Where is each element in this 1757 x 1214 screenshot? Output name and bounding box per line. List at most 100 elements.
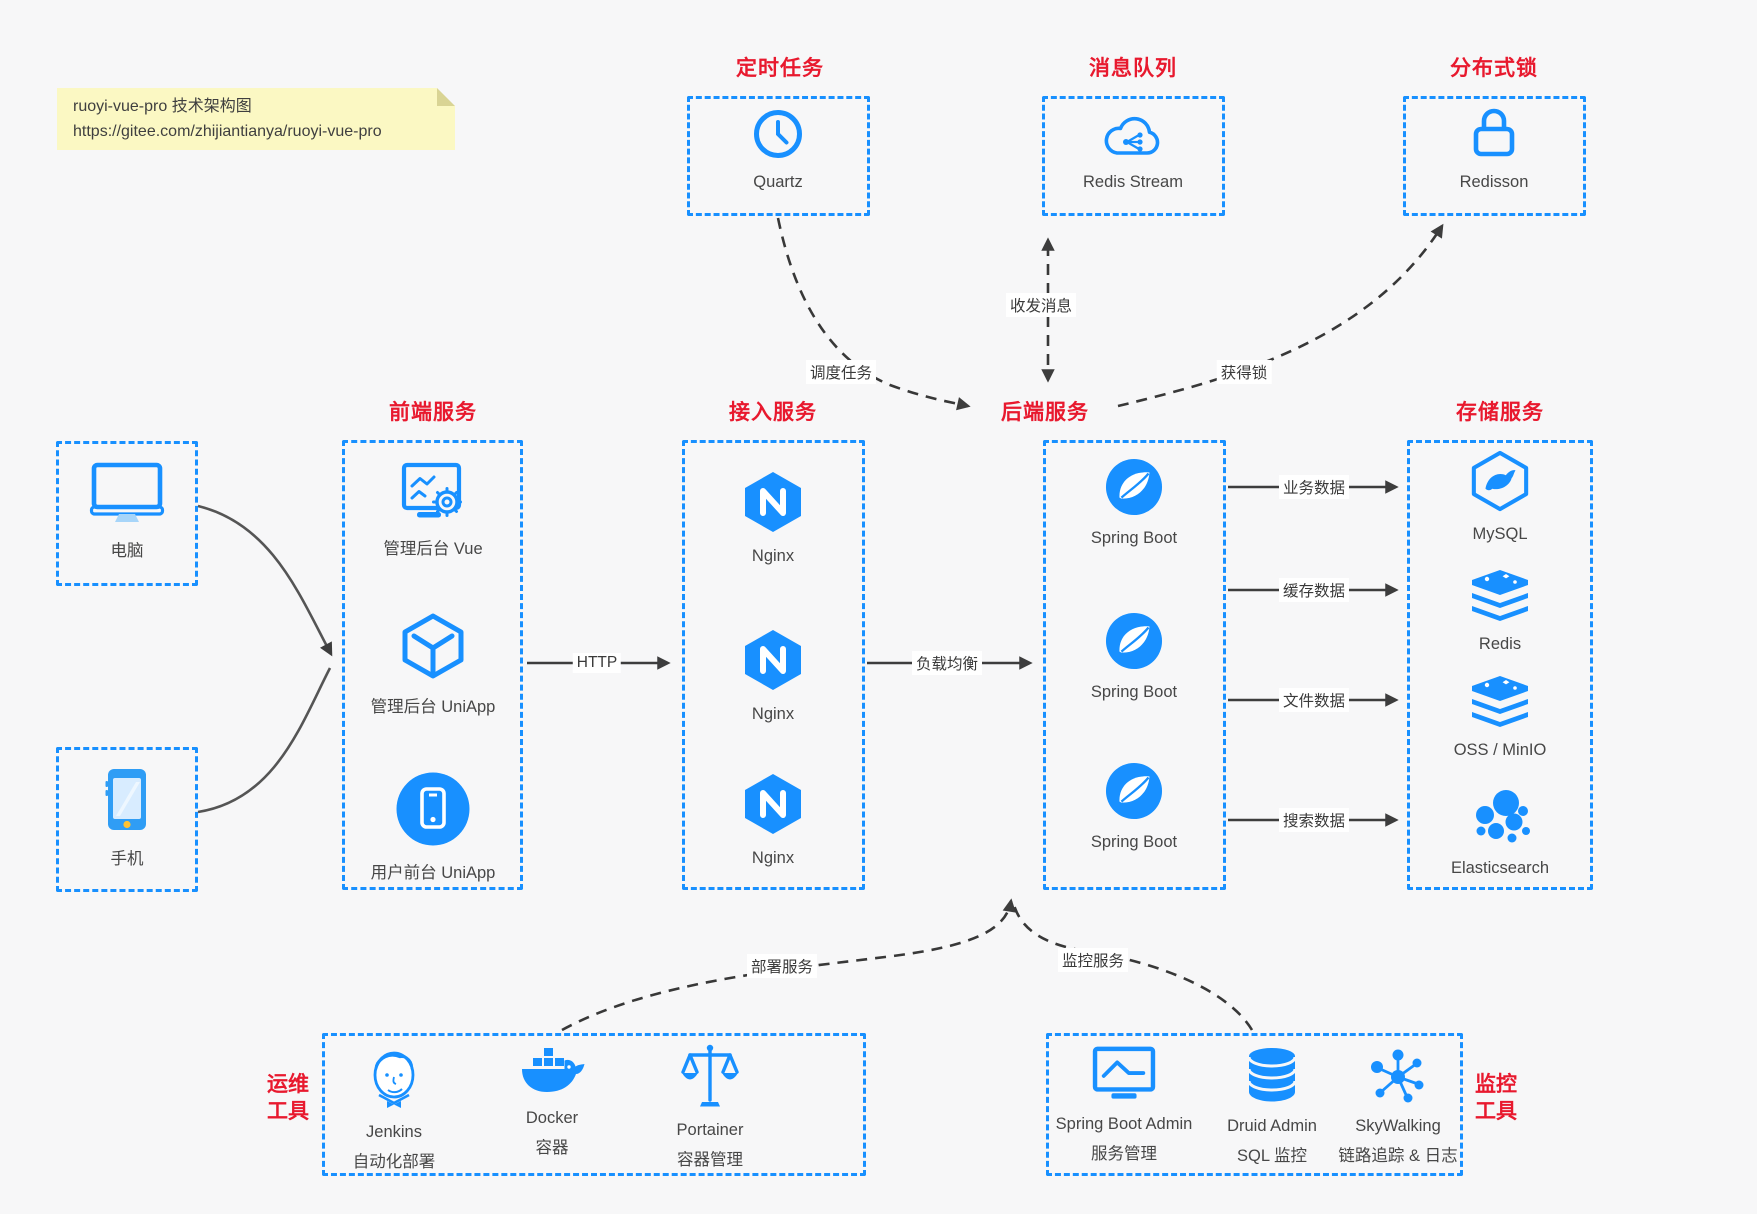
backend-services-box [1043,440,1226,890]
group-title-frontend: 前端服务 [389,401,477,424]
edge-label-load-balance: 负载均衡 [911,651,983,675]
edge-label-http: HTTP [572,653,622,673]
edge-label-schedule: 调度任务 [805,360,877,384]
node-label: Nginx [751,547,795,565]
node-spring-boot-1: Spring Boot [1034,458,1234,548]
node-docker: Docker 容器 [452,1048,652,1158]
node-label: 手机 [110,850,144,868]
redis-stack-icon [1470,570,1530,622]
node-label: OSS / MinIO [1453,741,1547,759]
node-desc: 服务管理 [1091,1145,1157,1163]
clock-icon [752,108,804,160]
node-spring-boot-admin: Spring Boot Admin 服务管理 [1024,1046,1224,1164]
message-queue-box [1042,96,1225,216]
ops-tools-title: 运维 工具 [267,1071,309,1126]
group-title-backend: 后端服务 [1001,401,1089,424]
frontend-services-box [342,440,523,890]
node-spring-boot-3: Spring Boot [1034,762,1234,852]
node-mysql: MySQL [1400,450,1600,544]
node-label: Nginx [751,849,795,867]
node-quartz: Quartz [678,108,878,192]
node-elasticsearch: Elasticsearch [1400,788,1600,878]
node-jenkins: Jenkins 自动化部署 [294,1044,494,1172]
mobile-client-box [56,747,198,892]
quartz-box [687,96,870,216]
node-label: 电脑 [110,542,144,560]
node-mobile-client: 手机 [27,768,227,869]
node-label: 管理后台 Vue [383,540,483,558]
node-oss-minio: OSS / MinIO [1400,676,1600,760]
node-label: Spring Boot [1090,529,1178,547]
node-label: 管理后台 UniApp [370,698,496,716]
node-desc: 容器 [535,1139,569,1157]
node-label: Elasticsearch [1450,859,1550,877]
node-label: Spring Boot [1090,683,1178,701]
edge-label-cache-data: 缓存数据 [1278,578,1350,602]
node-skywalking: SkyWalking 链路追踪 & 日志 [1298,1046,1498,1166]
node-nginx-3: Nginx [673,772,873,868]
node-label: Spring Boot Admin [1055,1115,1193,1133]
edge-label-monitor: 监控服务 [1057,948,1129,972]
ops-tools-box [322,1033,866,1176]
node-admin-uniapp: 管理后台 UniApp [333,612,533,717]
node-label: Quartz [753,173,803,191]
ops-tools-title-line2: 工具 [267,1100,309,1124]
mobile-app-icon [396,772,470,846]
spring-icon [1105,762,1163,820]
monitor-tools-box [1046,1033,1463,1176]
node-desc: 链路追踪 & 日志 [1338,1147,1458,1165]
node-label: SkyWalking [1355,1117,1441,1135]
distributed-lock-box [1403,96,1586,216]
node-admin-vue: 管理后台 Vue [333,462,533,559]
node-pc-client: 电脑 [27,462,227,561]
elasticsearch-icon [1468,788,1532,846]
node-user-uniapp: 用户前台 UniApp [333,772,533,883]
node-label: Redis [1478,635,1522,653]
edge-label-deploy: 部署服务 [746,954,818,978]
node-redisson: Redisson [1394,104,1594,192]
group-title-message-queue: 消息队列 [1089,57,1177,80]
node-label: Jenkins [366,1123,422,1141]
gateway-services-box [682,440,865,890]
note-title: ruoyi-vue-pro 技术架构图 [73,98,252,115]
nginx-icon [742,470,804,534]
scales-icon [680,1042,740,1108]
node-label: Docker [525,1109,579,1127]
node-nginx-2: Nginx [673,628,873,724]
group-title-storage: 存储服务 [1456,401,1544,424]
edge-label-message: 收发消息 [1005,293,1077,317]
group-title-distributed-lock: 分布式锁 [1450,57,1538,80]
spring-icon [1105,458,1163,516]
node-portainer: Portainer 容器管理 [610,1042,810,1170]
monitor-tools-title: 监控 工具 [1475,1071,1517,1126]
jenkins-icon [367,1044,421,1110]
node-label: Portainer [676,1121,744,1139]
node-desc: 容器管理 [677,1151,743,1169]
ops-tools-title-line1: 运维 [267,1073,309,1096]
node-redis: Redis [1400,570,1600,654]
storage-services-box [1407,440,1593,890]
cube-icon [399,612,467,680]
nginx-icon [742,772,804,836]
lock-icon [1470,104,1518,160]
node-label: Redis Stream [1083,173,1183,191]
node-nginx-1: Nginx [673,470,873,566]
docker-whale-icon [518,1048,586,1096]
group-title-scheduled-task: 定时任务 [736,57,824,80]
nginx-icon [742,628,804,692]
node-redis-stream: Redis Stream [1033,112,1233,192]
node-desc: 自动化部署 [352,1153,436,1171]
topology-icon [1369,1046,1427,1104]
mysql-icon [1469,450,1531,512]
cloud-share-icon [1100,112,1166,160]
sticky-note: ruoyi-vue-pro 技术架构图 https://gitee.com/zh… [57,88,455,150]
node-druid-admin: Druid Admin SQL 监控 [1172,1046,1372,1166]
edge-label-search-data: 搜索数据 [1278,808,1350,832]
node-label: Spring Boot [1090,833,1178,851]
monitor-chart-icon [1092,1046,1156,1102]
smartphone-icon [105,768,149,832]
desktop-icon [89,462,165,524]
node-label: Nginx [751,705,795,723]
node-label: 用户前台 UniApp [370,864,496,882]
admin-console-icon [401,462,465,522]
